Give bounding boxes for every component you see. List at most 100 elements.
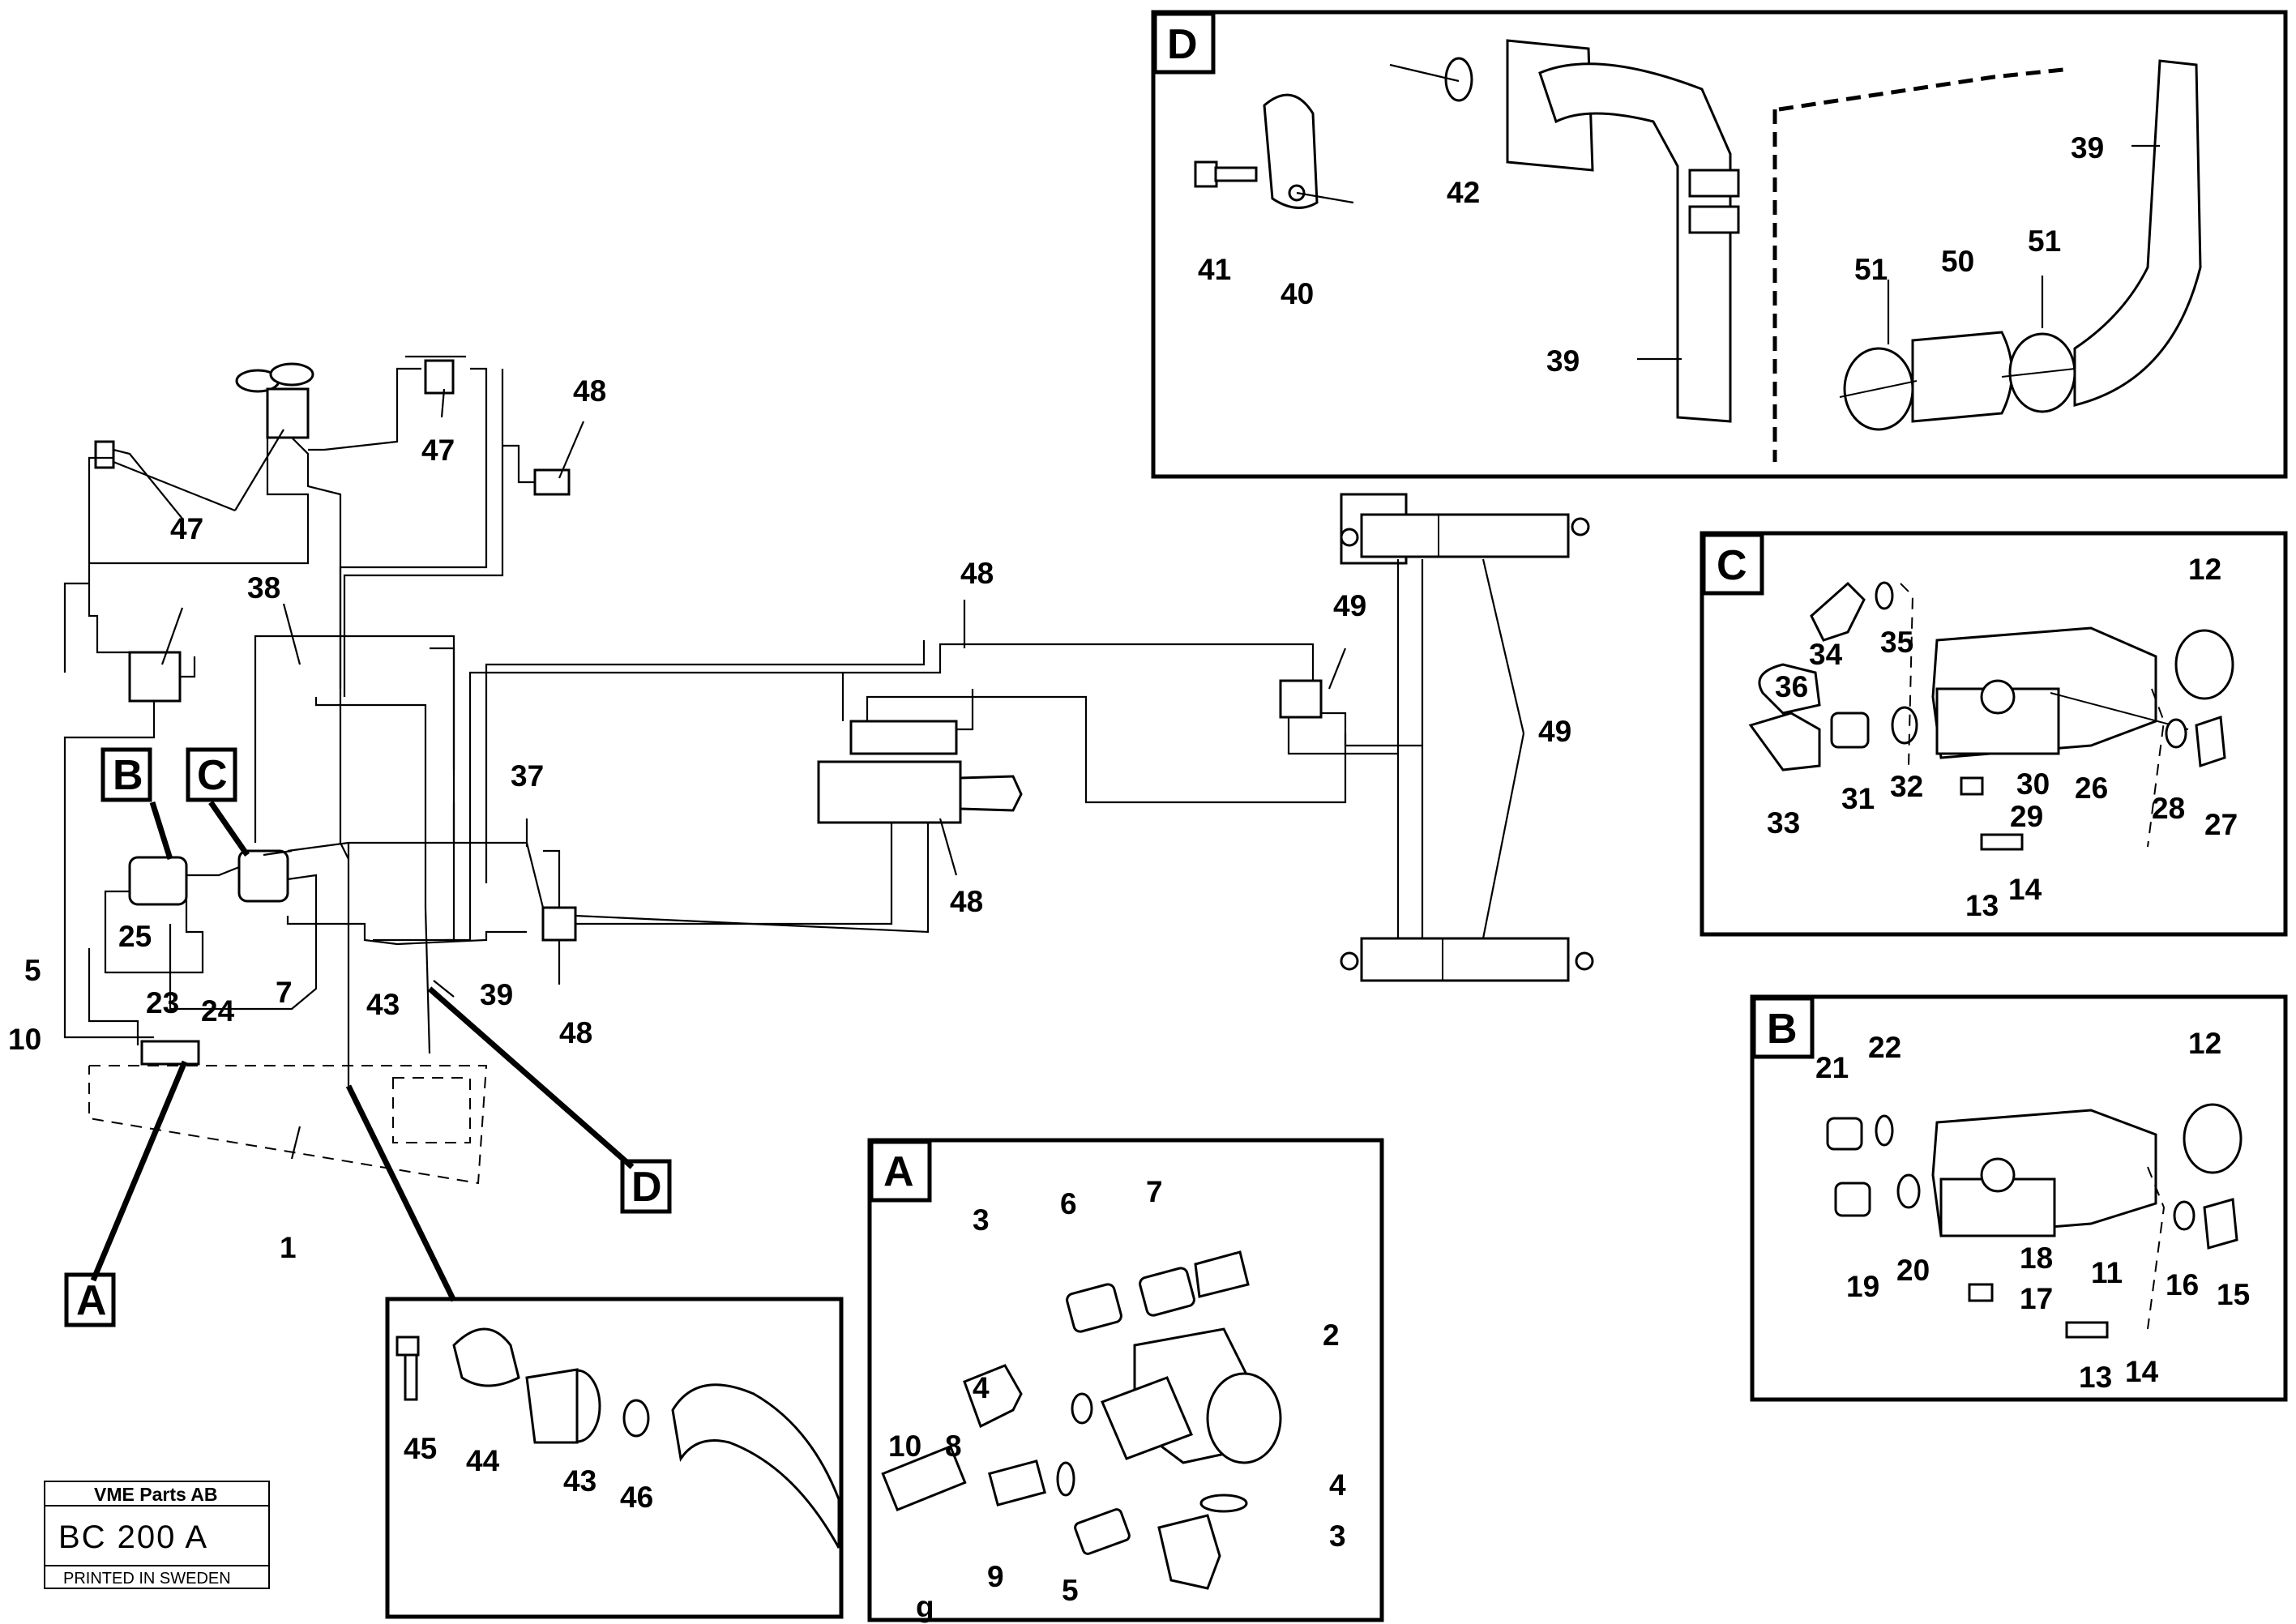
svg-text:B: B [1767, 1006, 1798, 1053]
label-48b: 48 [960, 557, 994, 590]
svg-text:13: 13 [2079, 1361, 2112, 1394]
label-48d: 48 [559, 1016, 592, 1049]
svg-text:44: 44 [466, 1444, 500, 1477]
detail-C: C 12 34 35 36 33 31 32 30 29 26 28 27 13… [1700, 531, 2288, 937]
svg-text:39: 39 [2071, 131, 2104, 165]
svg-text:46: 46 [620, 1481, 653, 1514]
valve-48-top [533, 468, 571, 496]
svg-text:20: 20 [1896, 1254, 1930, 1287]
svg-text:12: 12 [2188, 1027, 2221, 1060]
detail-D: D 41 40 42 39 51 50 51 39 [1151, 10, 2288, 479]
callout-B: B [113, 752, 143, 799]
label-1: 1 [280, 1231, 297, 1264]
detail-B: B 12 21 22 19 20 18 17 11 16 15 13 14 [1750, 994, 2288, 1402]
svg-text:4: 4 [973, 1371, 990, 1404]
label-38: 38 [247, 571, 280, 605]
svg-text:g: g [916, 1590, 934, 1623]
svg-text:32: 32 [1890, 770, 1923, 803]
label-49a: 49 [1333, 589, 1366, 622]
callout-A: A [76, 1277, 107, 1324]
callout-D: D [631, 1164, 662, 1211]
pump-C [237, 849, 289, 903]
label-23: 23 [146, 986, 179, 1019]
svg-text:6: 6 [1060, 1187, 1077, 1220]
printed-note: PRINTED IN SWEDEN [63, 1570, 231, 1588]
svg-text:43: 43 [563, 1464, 596, 1498]
svg-text:14: 14 [2008, 873, 2042, 906]
svg-text:34: 34 [1809, 638, 1843, 671]
label-25: 25 [118, 920, 152, 953]
valve-48-body [817, 760, 962, 824]
steering-wheel-right [269, 362, 314, 387]
svg-text:31: 31 [1841, 782, 1875, 815]
svg-text:3: 3 [1329, 1519, 1346, 1553]
valve-48-centre [849, 720, 958, 755]
svg-text:33: 33 [1767, 806, 1800, 840]
label-48a: 48 [573, 374, 606, 408]
main-schematic [63, 355, 1594, 1302]
drawing-code: BC 200 A [58, 1519, 208, 1555]
svg-text:39: 39 [1546, 344, 1580, 378]
detail-43: 45 44 43 46 [385, 1297, 844, 1619]
svg-text:9: 9 [987, 1560, 1004, 1593]
valve-47-left [94, 440, 115, 469]
detail-A: A 3 6 7 2 4 10 8 4 3 9 5 g [867, 1138, 1384, 1623]
label-37: 37 [511, 759, 544, 793]
label-24: 24 [201, 994, 235, 1028]
svg-text:16: 16 [2166, 1268, 2199, 1301]
main-labels: 1 5 7 10 23 24 25 37 38 39 43 47 47 48 4… [8, 374, 1571, 1264]
svg-text:11: 11 [2091, 1256, 2123, 1289]
svg-text:51: 51 [1854, 253, 1888, 286]
svg-text:22: 22 [1868, 1031, 1901, 1064]
svg-text:15: 15 [2217, 1278, 2250, 1311]
svg-text:26: 26 [2075, 771, 2108, 805]
label-5: 5 [24, 954, 41, 987]
svg-text:12: 12 [2188, 553, 2221, 586]
svg-text:27: 27 [2204, 808, 2238, 841]
steering-valve [266, 387, 310, 439]
label-48c: 48 [950, 885, 983, 918]
cylinder-49-top [1360, 513, 1570, 558]
valve-10 [140, 1040, 200, 1066]
svg-text:28: 28 [2152, 792, 2185, 825]
svg-text:10: 10 [888, 1430, 921, 1463]
svg-text:13: 13 [1965, 889, 1999, 922]
label-10: 10 [8, 1023, 41, 1056]
label-49b: 49 [1538, 715, 1571, 748]
svg-text:41: 41 [1198, 253, 1231, 286]
label-39: 39 [480, 978, 513, 1011]
svg-text:A: A [883, 1148, 914, 1195]
svg-text:D: D [1167, 21, 1198, 68]
svg-text:50: 50 [1941, 245, 1974, 278]
svg-text:36: 36 [1775, 670, 1808, 703]
svg-text:4: 4 [1329, 1468, 1346, 1502]
svg-text:35: 35 [1880, 626, 1913, 659]
svg-text:7: 7 [1146, 1175, 1163, 1208]
svg-text:2: 2 [1323, 1318, 1340, 1352]
svg-text:18: 18 [2020, 1242, 2053, 1275]
callout-boxes: A D B C [64, 747, 672, 1327]
label-7: 7 [276, 976, 293, 1009]
svg-text:21: 21 [1815, 1051, 1849, 1084]
svg-text:30: 30 [2016, 767, 2050, 801]
valve-47-mid [128, 651, 182, 703]
company-name: VME Parts AB [94, 1484, 218, 1505]
label-47a: 47 [421, 434, 455, 467]
svg-text:19: 19 [1846, 1270, 1879, 1303]
svg-text:C: C [1717, 542, 1747, 589]
svg-text:5: 5 [1062, 1574, 1079, 1607]
svg-text:14: 14 [2125, 1355, 2159, 1388]
label-43: 43 [366, 988, 400, 1021]
cylinder-49-bottom [1360, 937, 1570, 982]
svg-text:51: 51 [2028, 224, 2061, 258]
svg-text:42: 42 [1447, 176, 1480, 209]
svg-text:8: 8 [945, 1430, 962, 1463]
svg-text:29: 29 [2010, 800, 2043, 833]
svg-text:40: 40 [1281, 277, 1314, 310]
pump-B [128, 856, 188, 906]
svg-text:17: 17 [2020, 1282, 2053, 1315]
valve-49 [1279, 679, 1323, 719]
svg-text:3: 3 [973, 1203, 990, 1237]
callout-C: C [197, 752, 228, 799]
